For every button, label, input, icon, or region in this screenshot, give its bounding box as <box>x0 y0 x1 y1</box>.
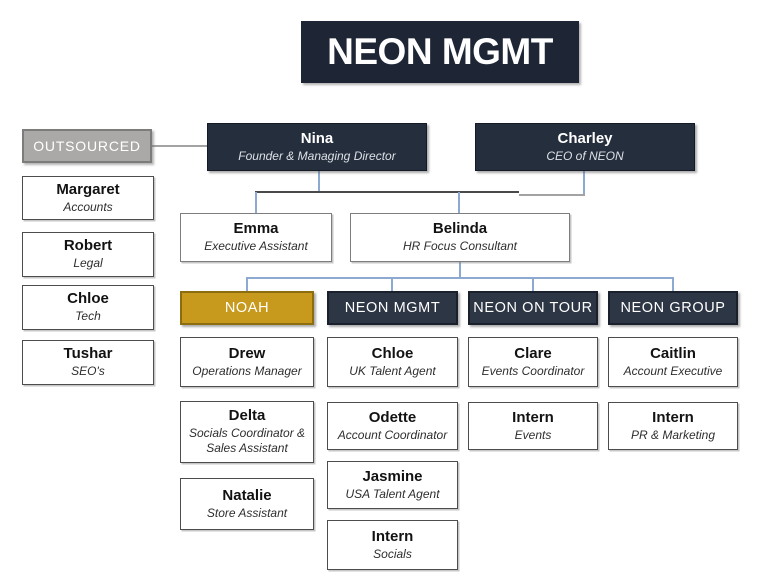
person-name: Odette <box>368 408 417 426</box>
department-header-neon-mgmt: NEON MGMT <box>327 291 458 325</box>
org-box-intern-events: Intern Events <box>468 402 598 450</box>
person-name: Clare <box>514 344 552 362</box>
person-role: Operations Manager <box>192 363 302 378</box>
outsourced-header: OUTSOURCED <box>22 129 152 163</box>
department-header-neon-group: NEON GROUP <box>608 291 738 325</box>
org-box-odette: Odette Account Coordinator <box>327 402 458 450</box>
org-box-chloe-tech: Chloe Tech <box>22 285 154 330</box>
person-role: Events Coordinator <box>481 363 585 378</box>
connector-bus-departments <box>246 277 674 279</box>
org-box-intern-pr: Intern PR & Marketing <box>608 402 738 450</box>
person-name: Intern <box>371 527 414 545</box>
connector-belinda-down <box>459 262 461 279</box>
person-role: Legal <box>73 256 103 271</box>
person-role: SEO's <box>71 364 105 379</box>
person-role: Account Coordinator <box>337 427 448 442</box>
person-name: Tushar <box>63 345 113 363</box>
connector-noah-drop <box>246 277 248 291</box>
org-box-natalie: Natalie Store Assistant <box>180 478 314 530</box>
person-name: Caitlin <box>650 344 696 362</box>
org-box-robert: Robert Legal <box>22 232 154 277</box>
person-role: Account Executive <box>623 363 723 378</box>
person-name: Intern <box>512 408 554 426</box>
org-box-intern-socials: Intern Socials <box>327 520 458 570</box>
org-box-nina: Nina Founder & Managing Director <box>207 123 427 171</box>
connector-bus-top-dark <box>255 191 519 193</box>
person-name: Chloe <box>67 290 109 308</box>
person-role: CEO of NEON <box>546 148 624 163</box>
person-role: Founder & Managing Director <box>238 148 396 163</box>
person-role: UK Talent Agent <box>349 363 436 378</box>
department-label: NEON MGMT <box>344 300 441 316</box>
person-role: Tech <box>75 309 101 324</box>
department-label: NOAH <box>224 300 270 316</box>
connector-neon-group-drop <box>672 277 674 291</box>
department-header-noah: NOAH <box>180 291 314 325</box>
org-box-drew: Drew Operations Manager <box>180 337 314 387</box>
connector-neon-mgmt-drop <box>391 277 393 291</box>
org-box-tushar: Tushar SEO's <box>22 340 154 385</box>
person-name: Natalie <box>222 486 272 504</box>
person-role: Store Assistant <box>206 505 288 520</box>
person-name: Intern <box>652 408 694 426</box>
connector-bus-top-gray <box>519 194 585 196</box>
outsourced-label: OUTSOURCED <box>33 138 141 154</box>
person-role: Accounts <box>63 199 113 214</box>
brand-banner-title: NEON MGMT <box>327 31 553 72</box>
person-name: Chloe <box>371 344 414 362</box>
person-name: Jasmine <box>362 467 423 485</box>
person-role: Socials Coordinator & Sales Assistant <box>188 425 306 456</box>
person-name: Emma <box>233 220 279 238</box>
org-box-emma: Emma Executive Assistant <box>180 213 332 262</box>
brand-banner: NEON MGMT <box>301 21 579 83</box>
connector-outsourced-nina <box>152 145 208 147</box>
person-name: Drew <box>228 344 266 362</box>
person-role: PR & Marketing <box>630 427 716 442</box>
connector-emma-drop <box>255 192 257 213</box>
org-box-delta: Delta Socials Coordinator & Sales Assist… <box>180 401 314 463</box>
person-name: Margaret <box>56 180 120 198</box>
person-name: Delta <box>228 407 266 425</box>
person-name: Charley <box>557 129 613 147</box>
connector-nina-drop <box>318 171 320 193</box>
org-box-margaret: Margaret Accounts <box>22 176 154 220</box>
person-role: Events <box>514 427 552 442</box>
org-box-jasmine: Jasmine USA Talent Agent <box>327 461 458 509</box>
person-name: Robert <box>63 237 113 255</box>
person-role: USA Talent Agent <box>345 486 440 501</box>
person-role: Executive Assistant <box>204 239 308 254</box>
connector-neon-on-tour-drop <box>532 277 534 291</box>
department-header-neon-on-tour: NEON ON TOUR <box>468 291 598 325</box>
person-role: Socials <box>373 546 412 561</box>
person-name: Belinda <box>432 220 488 238</box>
department-label: NEON ON TOUR <box>473 300 593 316</box>
connector-charley-drop <box>583 171 585 196</box>
org-box-chloe-uk: Chloe UK Talent Agent <box>327 337 458 387</box>
connector-belinda-drop <box>458 192 460 213</box>
department-label: NEON GROUP <box>620 300 726 316</box>
person-role: HR Focus Consultant <box>402 239 518 254</box>
person-name: Nina <box>300 129 334 147</box>
org-box-caitlin: Caitlin Account Executive <box>608 337 738 387</box>
org-box-clare: Clare Events Coordinator <box>468 337 598 387</box>
org-box-charley: Charley CEO of NEON <box>475 123 695 171</box>
org-box-belinda: Belinda HR Focus Consultant <box>350 213 570 262</box>
